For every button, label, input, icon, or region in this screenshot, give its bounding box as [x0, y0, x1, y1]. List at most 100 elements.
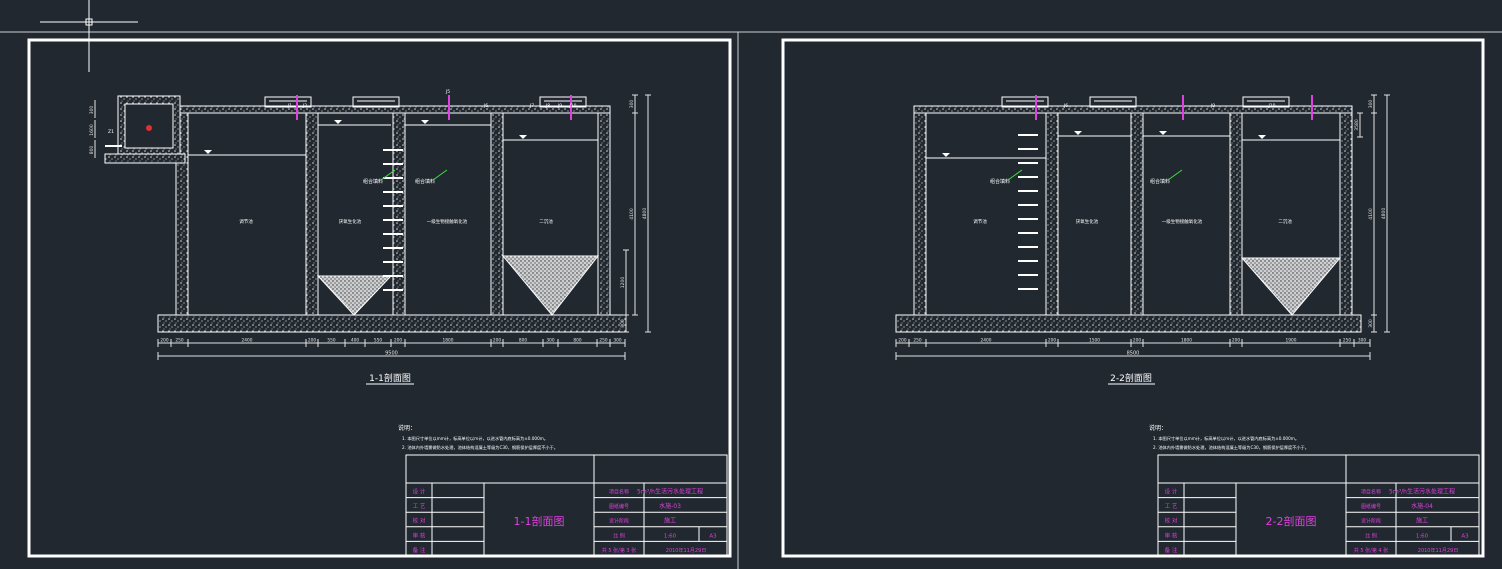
tank-label: 二沉池: [539, 218, 553, 225]
dimension-text: 4100: [629, 208, 635, 220]
role-label: 备 注: [413, 546, 426, 554]
sheet-size: A3: [1461, 533, 1469, 539]
tank-label: 调节池: [239, 218, 253, 225]
tank-wall: [1339, 112, 1353, 316]
dimension-text: 300: [1358, 338, 1366, 344]
note-2: 2. 池体内外墙需做防水处理，池体结构混凝土等级为C30，钢筋保护层厚度不小于。: [402, 444, 558, 451]
field-label: 图纸编号: [609, 503, 629, 510]
drawing-sheet-1[interactable]: 调节池厌氧生化池一级生物接触氧化池二沉池组合填料组合填料Z1Z2Z3J1J2J5…: [27, 38, 732, 558]
dimension-text: 300: [1368, 319, 1374, 328]
drawing-title: 1-1剖面图: [514, 514, 565, 528]
note-1: 1. 本图尺寸单位以mm计，标高单位以m计，以进水管内底标高为±0.000m。: [402, 435, 548, 442]
dimension-text: 400: [351, 338, 359, 344]
pipe-label: J10: [1267, 103, 1275, 109]
tank-label: 厌氧生化池: [339, 218, 362, 225]
tank-wall: [913, 112, 927, 316]
role-label: 设 计: [413, 488, 426, 496]
dimension-text: 300: [89, 106, 95, 115]
dimension-text: 200: [1133, 338, 1141, 344]
role-label: 校 对: [413, 517, 426, 525]
pipe-label: J10: [568, 103, 576, 109]
scale-value: 1:60: [664, 533, 677, 539]
drawing-date: 2010年11月29日: [1418, 547, 1458, 554]
dimension-text: 550: [327, 338, 335, 344]
dimension-text: 4100: [1368, 208, 1374, 220]
tank-wall: [1130, 112, 1144, 316]
dimension-text: 250: [1343, 338, 1351, 344]
title-block-frame: [1157, 454, 1480, 557]
pipe-label: J2: [302, 103, 307, 109]
access-hatch: [1001, 96, 1049, 108]
leader-line: [1007, 169, 1023, 181]
total-width-text: 9500: [385, 351, 398, 357]
role-label: 审 核: [1165, 531, 1178, 539]
dimension-text: 1500: [1089, 338, 1100, 344]
dimension-text: 300: [546, 338, 554, 344]
tank-label: 厌氧生化池: [1076, 218, 1099, 225]
field-label: 设计阶段: [1361, 518, 1381, 525]
water-level-marker: [334, 120, 342, 124]
dimension-text: 200: [394, 338, 402, 344]
dimension-text: 200: [1232, 338, 1240, 344]
design-stage: 施工: [1416, 517, 1428, 525]
role-label: 校 对: [1165, 517, 1178, 525]
dimension-text: 200: [898, 338, 906, 344]
tank-wall: [597, 112, 611, 316]
dimension-text: 1600: [89, 124, 95, 136]
dimension-text: 1800: [443, 338, 454, 344]
leader-line: [380, 169, 396, 181]
drawing-date: 2010年11月29日: [666, 547, 706, 554]
access-hatch: [539, 96, 587, 108]
water-level-marker: [1159, 131, 1167, 135]
access-hatch: [352, 96, 400, 108]
drawing-number: 水施-04: [1411, 502, 1433, 510]
dimension-text: 1900: [1286, 338, 1297, 344]
dimension-text: 300: [1368, 100, 1374, 109]
design-stage: 施工: [664, 517, 676, 525]
pipe-label: J6: [483, 103, 488, 109]
dimension-text: 4800: [642, 208, 648, 220]
base-slab: [895, 314, 1362, 333]
water-level-marker: [519, 135, 527, 139]
crosshair-cursor-icon[interactable]: [40, 0, 138, 72]
sheet-size: A3: [709, 533, 717, 539]
tank-wall: [305, 112, 319, 316]
drawing-number: 水施-03: [659, 502, 681, 510]
dimension-text: 200: [493, 338, 501, 344]
dimension-text: 250: [599, 338, 607, 344]
notes-heading: 说明：: [398, 424, 416, 432]
title-block-frame: [405, 454, 728, 557]
tank-wall: [392, 112, 406, 316]
section-title: 1-1剖面图: [369, 372, 411, 384]
dimension-text: 2400: [981, 338, 992, 344]
field-label: 图纸编号: [1361, 503, 1381, 510]
access-hatch: [264, 96, 312, 108]
base-slab: [157, 314, 627, 333]
dimension-text: 3580: [1354, 119, 1360, 131]
tank-label: 一级生物接触氧化池: [1162, 218, 1203, 225]
water-level-marker: [421, 120, 429, 124]
pipe-label: J9: [557, 103, 562, 109]
access-hatch: [1242, 96, 1290, 108]
dimension-text: 250: [175, 338, 183, 344]
packing-label: 组合填料: [363, 178, 383, 185]
dimension-text: 1200: [620, 277, 626, 289]
project-name: 5m³/h生活污水处理工程: [637, 488, 703, 496]
valve-icon: [146, 125, 152, 131]
section-1-1-drawing: 调节池厌氧生化池一级生物接触氧化池二沉池组合填料组合填料Z1Z2Z3J1J2J5…: [89, 89, 651, 360]
sheet-border: [781, 38, 1485, 558]
water-level-marker: [1258, 135, 1266, 139]
pipe-label: J6: [1063, 103, 1068, 109]
water-level-marker: [204, 150, 212, 154]
sheet-info: 共 5 张/第 4 张: [1354, 547, 1388, 554]
access-hatch: [1089, 96, 1137, 108]
field-label: 设计阶段: [609, 518, 629, 525]
tank-wall: [1229, 112, 1243, 316]
field-label: 比 例: [1365, 532, 1377, 539]
dimension-text: 200: [308, 338, 316, 344]
model-limits: [0, 31, 1502, 569]
dimension-text: 1800: [1181, 338, 1192, 344]
